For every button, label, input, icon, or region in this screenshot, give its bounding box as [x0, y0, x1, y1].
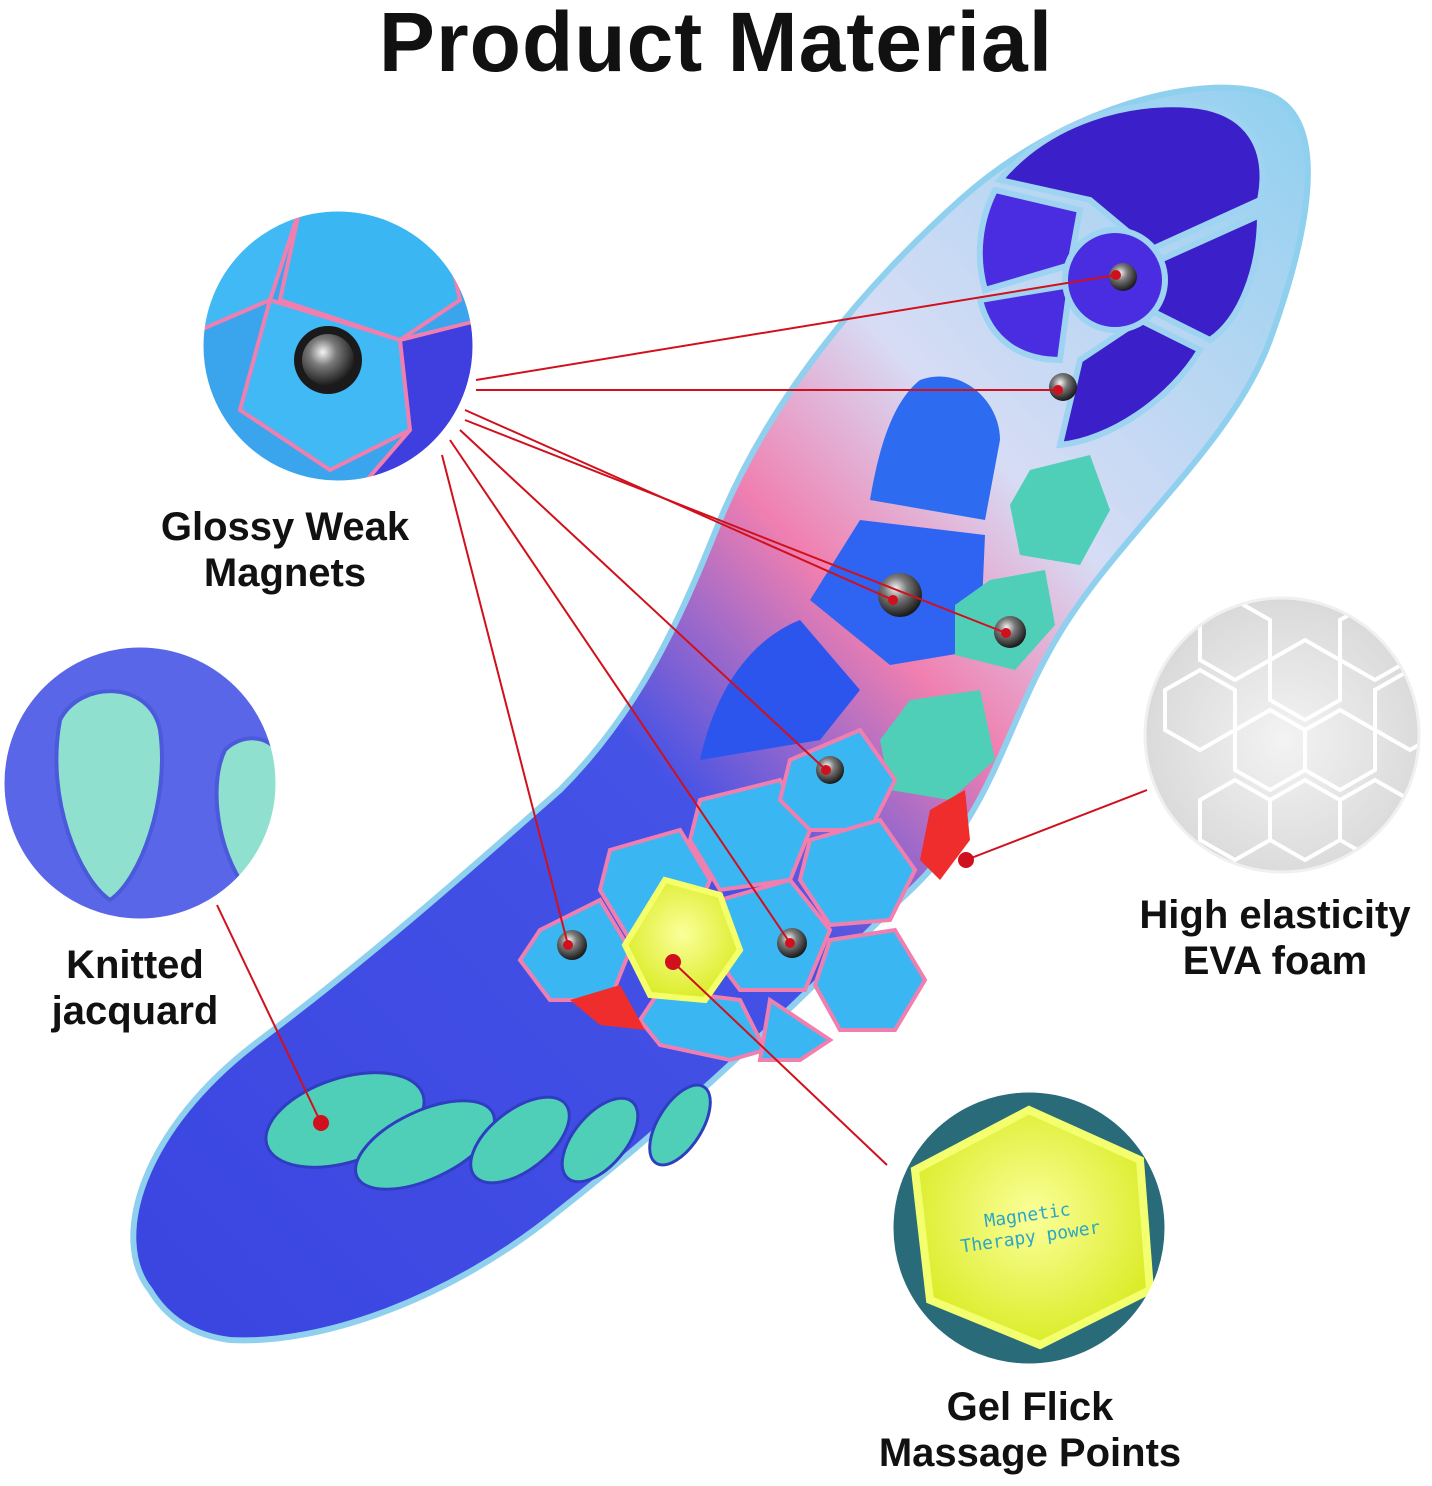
toe-pads: [264, 1071, 712, 1191]
label-knitted-jacquard: Knitted jacquard: [20, 942, 250, 1034]
label-line-1: Knitted: [66, 943, 204, 987]
magnifier-jacquard: [3, 646, 277, 920]
gel-pad: [621, 876, 744, 1004]
magnifier-eva: [1145, 598, 1419, 872]
label-glossy-weak-magnets: Glossy Weak Magnets: [120, 504, 450, 596]
heel-pads: [976, 101, 1266, 449]
label-line-2: Magnets: [203, 551, 367, 595]
label-line-1: Gel Flick: [946, 1385, 1114, 1429]
pointer-lines: [216, 274, 1148, 1166]
label-line-1: Glossy Weak: [160, 505, 410, 549]
label-line-1: High elasticity: [1139, 893, 1411, 937]
label-line-2: EVA foam: [1182, 939, 1368, 983]
arch-pads: [700, 376, 1110, 800]
magnifier-magnets: [202, 210, 474, 482]
label-gel-flick: Gel Flick Massage Points: [850, 1384, 1210, 1476]
label-line-2: Massage Points: [878, 1431, 1182, 1475]
magnifier-gel: [892, 1091, 1166, 1365]
page-title: Product Material: [378, 0, 1054, 89]
pointer-dots: [313, 270, 1121, 1131]
label-eva-foam: High elasticity EVA foam: [1118, 892, 1432, 984]
label-line-2: jacquard: [51, 989, 219, 1033]
